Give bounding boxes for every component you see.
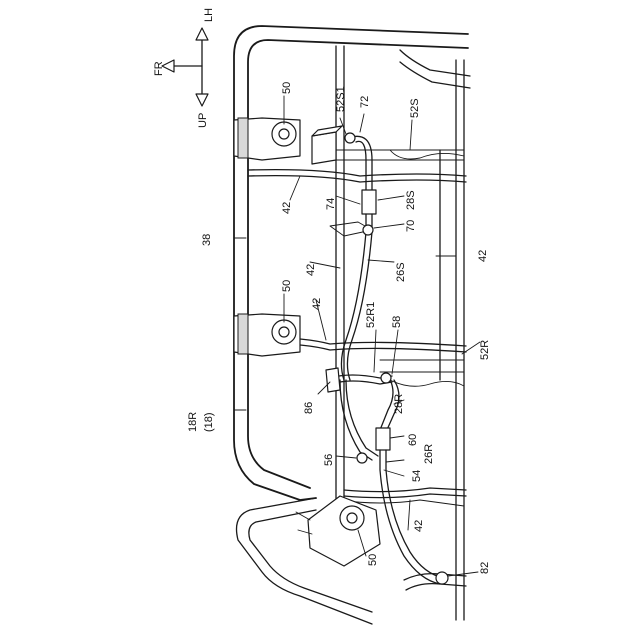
label-42-d: 42 [311,298,323,310]
label-52S1: 52S1 [335,86,347,112]
label-50-top: 50 [281,82,293,94]
label-52S: 52S [409,98,421,118]
label-52R: 52R [479,340,491,360]
label-72: 72 [359,96,371,108]
label-86: 86 [303,402,315,414]
label-54: 54 [411,470,423,482]
bracket-52S1 [312,126,342,164]
label-18: (18) [203,412,215,432]
label-50-mid: 50 [281,280,293,292]
label-LH: LH [203,8,215,22]
label-26S: 26S [395,262,407,282]
bracket-50-mid [234,314,300,356]
label-56: 56 [323,454,335,466]
label-50-bot: 50 [367,554,379,566]
label-UP: UP [197,113,209,128]
label-42-a: 42 [281,202,293,214]
label-38: 38 [201,234,213,246]
label-28R: 28R [393,394,405,414]
label-42-c: 42 [477,250,489,262]
label-82: 82 [479,562,491,574]
label-60: 60 [407,434,419,446]
label-26R: 26R [423,444,435,464]
label-74: 74 [325,198,337,210]
label-28S: 28S [405,190,417,210]
label-FR: FR [153,61,165,76]
label-42-e: 42 [413,520,425,532]
label-18R: 18R [187,412,199,432]
label-58: 58 [391,316,403,328]
label-70: 70 [405,220,417,232]
label-42-b: 42 [305,264,317,276]
label-52R1: 52R1 [365,302,377,328]
direction-arrows [162,28,208,106]
bracket-50-top [234,118,300,160]
